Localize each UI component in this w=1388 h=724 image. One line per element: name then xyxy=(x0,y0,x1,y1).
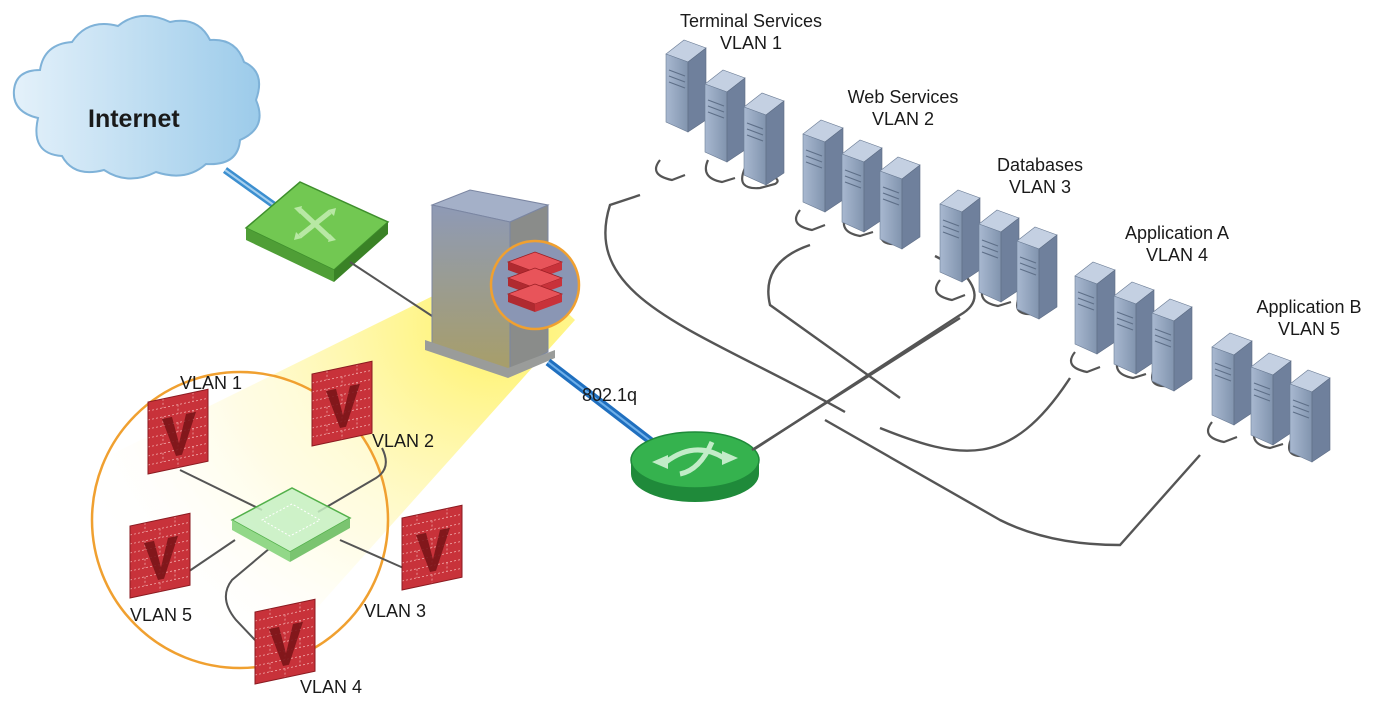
server-group-vlan: VLAN 4 xyxy=(1145,245,1209,265)
server-group-vlan: VLAN 2 xyxy=(871,109,935,129)
virtual-firewall-label-vlan-2: VLAN 2 xyxy=(372,431,435,451)
server-group-databases-label: Databases VLAN 3 xyxy=(980,154,1100,198)
zoom-beam xyxy=(63,258,576,707)
server-rack-web-services xyxy=(802,119,921,250)
core-router xyxy=(630,431,760,502)
virtual-switch xyxy=(230,487,352,562)
server-rack-terminal-services xyxy=(665,39,785,186)
virtual-firewall-label-vlan-4: VLAN 4 xyxy=(300,677,363,697)
server-group-name: Application B xyxy=(1256,297,1362,317)
virtual-firewall-vlan-5 xyxy=(129,512,191,599)
virtual-firewall-vlan-2 xyxy=(311,360,373,447)
edge-switch xyxy=(244,181,390,282)
server-group-vlan: VLAN 1 xyxy=(719,33,783,53)
server-group-application-a-label: Application A VLAN 4 xyxy=(1102,222,1252,266)
internet-cloud xyxy=(12,15,261,180)
virtual-firewall-vlan-4 xyxy=(254,598,316,685)
server-group-terminal-services-label: Terminal Services VLAN 1 xyxy=(668,10,834,54)
server-group-application-b-label: Application B VLAN 5 xyxy=(1234,296,1384,340)
server-rack-databases xyxy=(939,189,1058,320)
router-uplink xyxy=(751,316,961,452)
virtual-firewall-vlan-3 xyxy=(401,504,463,591)
switch-to-chassis-cable xyxy=(349,261,433,317)
server-rack-application-b xyxy=(1211,332,1331,463)
server-group-name: Terminal Services xyxy=(679,11,823,31)
virtual-firewall-vlan-1 xyxy=(147,388,209,475)
virtual-firewall-label-vlan-5: VLAN 5 xyxy=(130,605,193,625)
server-group-web-services-label: Web Services VLAN 2 xyxy=(828,86,978,130)
virtual-firewall-label-vlan-3: VLAN 3 xyxy=(364,601,427,621)
internet-label: Internet xyxy=(88,105,180,133)
server-group-vlan: VLAN 5 xyxy=(1277,319,1341,339)
trunk-label: 802.1q xyxy=(582,385,638,405)
virtual-cables xyxy=(175,447,409,641)
virtual-firewall-label-vlan-1: VLAN 1 xyxy=(180,373,243,393)
firewall-module xyxy=(506,251,564,312)
server-group-vlan: VLAN 3 xyxy=(1008,177,1072,197)
server-group-name: Web Services xyxy=(847,87,959,107)
server-group-name: Application A xyxy=(1124,223,1230,243)
server-group-name: Databases xyxy=(996,155,1084,175)
server-rack-application-a xyxy=(1074,261,1193,392)
